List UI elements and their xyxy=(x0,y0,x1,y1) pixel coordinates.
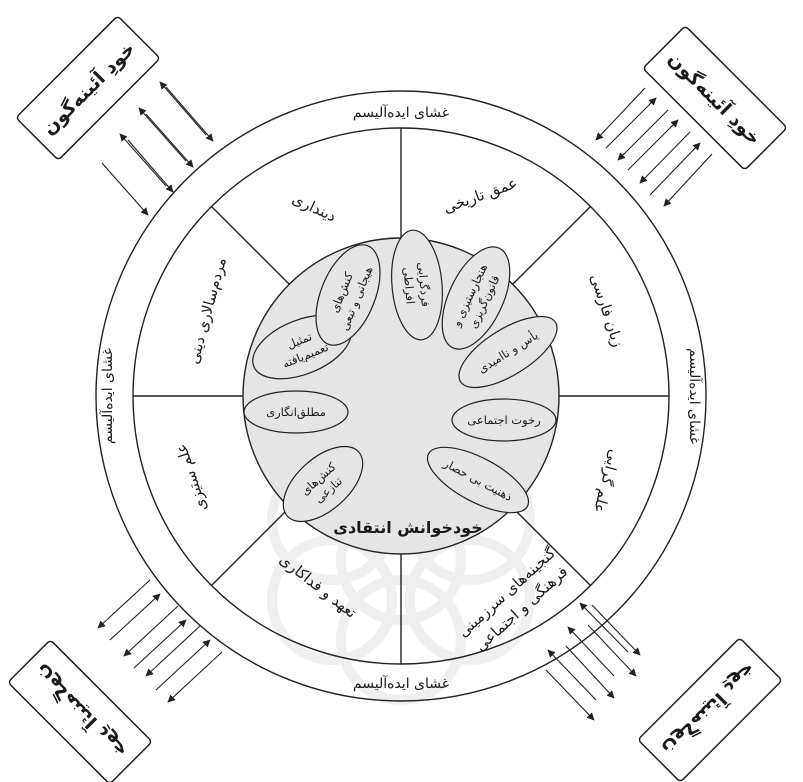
membrane-label-right: غشای ایده‌آلیسم xyxy=(686,348,703,444)
membrane-label-bottom: غشای ایده‌آلیسم xyxy=(353,675,449,692)
center-label: خودخوانش انتقادی xyxy=(333,518,482,537)
svg-text:مطلق‌انگاری: مطلق‌انگاری xyxy=(266,405,326,420)
sector-label-zaban: زبان فارسی xyxy=(586,272,627,350)
membrane-label-top: غشای ایده‌آلیسم xyxy=(353,104,449,121)
sector-label-mardomsalari: مردم‌سالاری دینی xyxy=(184,255,230,366)
corner-box-top-left: خودِ آئینه‌گون xyxy=(16,16,160,160)
corner-box-bottom-right: خودِ آئینه‌گون xyxy=(638,638,782,782)
corner-box-top-right: خودِ آئینه‌گون xyxy=(643,26,787,170)
oval-rokhoot: رخوت اجتماعی xyxy=(452,399,556,441)
arrows-bottom-left xyxy=(98,580,222,702)
svg-text:رخوت اجتماعی: رخوت اجتماعی xyxy=(467,413,540,428)
oval-motlagh: مطلق‌انگاری xyxy=(244,391,348,433)
sector-label-amgh: عمق تاریخی xyxy=(441,174,520,217)
arrows-bottom-right xyxy=(546,603,640,720)
arrows-top-left xyxy=(102,82,213,215)
sector-label-dindari: دینداری xyxy=(289,190,339,226)
membrane-label-left: غشای ایده‌آلیسم xyxy=(99,348,116,444)
corner-box-bottom-left: خودِ آئینه‌گون xyxy=(8,640,152,782)
sector-label-elmgeraei: علم گرایی xyxy=(590,448,624,515)
sector-label-elmsetizi: علم ستیزی xyxy=(172,441,211,513)
